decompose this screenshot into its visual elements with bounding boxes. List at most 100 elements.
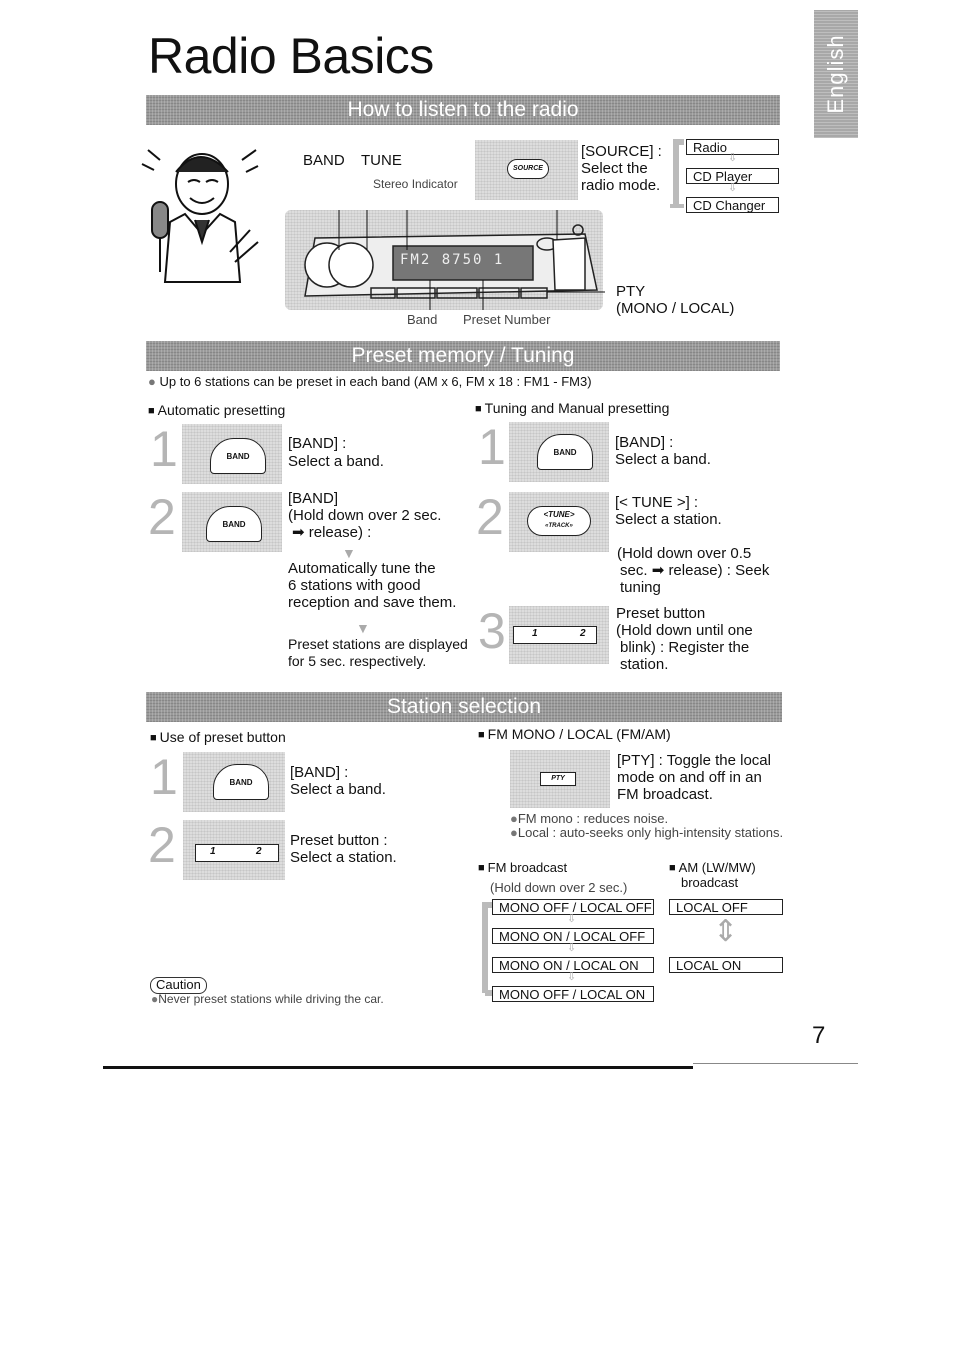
fm-mode-2: MONO ON / LOCAL OFF: [492, 928, 654, 944]
auto-step-2-line-3: ➡ release) :: [292, 524, 371, 541]
use-preset-title: Use of preset button: [150, 729, 286, 746]
source-button[interactable]: SOURCE: [507, 159, 549, 179]
auto-step-1-number: 1: [150, 421, 178, 477]
station-preset-panel: 1 2: [183, 820, 285, 880]
pty-line-1: [PTY] : Toggle the local: [617, 752, 771, 769]
fm-arrow-1: ⇩: [567, 913, 577, 925]
manual-step-3-line-1: Preset button: [616, 605, 706, 622]
source-desc-2: radio mode.: [581, 177, 661, 194]
language-tab: English: [814, 10, 858, 138]
fm-mono-note: ●FM mono : reduces noise.: [510, 811, 669, 826]
manual-step-2-desc: Select a station.: [615, 511, 722, 528]
mono-local-label: (MONO / LOCAL): [616, 300, 735, 317]
am-broadcast-title-2: broadcast: [681, 875, 739, 890]
down-arrow-icon: ▼: [342, 545, 356, 561]
manual-step-2-hold-3: tuning: [620, 579, 661, 596]
manual-step-1-number: 1: [478, 419, 506, 475]
mode-cd-changer: CD Changer: [686, 197, 779, 213]
fm-mode-1: MONO OFF / LOCAL OFF: [492, 899, 654, 915]
tune-label: TUNE: [361, 152, 402, 169]
stereo-indicator-label: Stereo Indicator: [373, 177, 458, 191]
am-toggle-arrow: ⇕: [713, 915, 739, 948]
mode-cycle-arrow: [670, 139, 684, 208]
manual-step-2-number: 2: [476, 489, 504, 545]
manual-step-1-desc: Select a band.: [615, 451, 711, 468]
footer-rule-thin: [693, 1063, 858, 1064]
am-mode-2: LOCAL ON: [669, 957, 783, 973]
fm-mode-4: MONO OFF / LOCAL ON: [492, 986, 654, 1002]
manual-step-3-line-4: station.: [620, 656, 669, 673]
manual-step-3-line-3: blink) : Register the: [620, 639, 750, 656]
auto-step-2-desc-1: Automatically tune the: [288, 560, 436, 577]
am-mode-1: LOCAL OFF: [669, 899, 783, 915]
local-note-text: Local : auto-seeks only high-intensity s…: [517, 825, 784, 840]
auto-step-2-desc-2: 6 stations with good: [288, 577, 421, 594]
auto-band-hold-panel: BAND: [182, 492, 282, 552]
fm-mode-3: MONO ON / LOCAL ON: [492, 957, 654, 973]
pty-line-2: mode on and off in an: [617, 769, 762, 786]
station-preset-key-1[interactable]: 1: [210, 846, 216, 857]
fm-arrow-2: ⇩: [567, 942, 577, 954]
station-preset-buttons[interactable]: 1 2: [195, 844, 279, 862]
preset-key-2[interactable]: 2: [580, 628, 586, 639]
station-step-2-desc: Select a station.: [290, 849, 397, 866]
auto-step-1-title: [BAND] :: [288, 435, 347, 452]
auto-band-hold-button[interactable]: BAND: [206, 506, 262, 542]
band-label: BAND: [303, 152, 345, 169]
station-step-1-desc: Select a band.: [290, 781, 386, 798]
tune-button-label: <TUNE>: [543, 510, 575, 519]
pty-line-3: FM broadcast.: [617, 786, 713, 803]
manual-step-2-hold-2-text: sec.: [620, 562, 648, 579]
manual-band-button[interactable]: BAND: [537, 434, 593, 470]
section-header-station: Station selection: [146, 692, 782, 722]
manual-preset-title: Tuning and Manual presetting: [475, 400, 670, 417]
mode-arrow-1: ⇩: [728, 152, 738, 164]
auto-step-2-line-3-text: release) :: [308, 524, 372, 541]
station-step-1-title: [BAND] :: [290, 764, 349, 781]
manual-step-3-line-2: (Hold down until one: [616, 622, 753, 639]
mode-arrow-2: ⇩: [728, 182, 738, 194]
manual-band-button-panel: BAND: [509, 422, 609, 482]
fm-arrow-3: ⇩: [567, 971, 577, 983]
radio-unit-drawing: [304, 210, 605, 310]
am-broadcast-title: AM (LW/MW): [669, 860, 756, 876]
fm-cycle-arrow: [482, 902, 493, 996]
fm-broadcast-title: FM broadcast: [478, 860, 567, 876]
source-desc-1: Select the: [581, 160, 648, 177]
page-number: 7: [812, 1022, 826, 1049]
manual-step-2-hold-2b-text: release) : Seek: [668, 562, 770, 579]
auto-band-button[interactable]: BAND: [210, 438, 266, 474]
fm-mono-local-title: FM MONO / LOCAL (FM/AM): [478, 726, 671, 743]
auto-band-button-panel: BAND: [182, 424, 282, 484]
manual-step-2-hold-1: (Hold down over 0.5: [617, 545, 752, 562]
station-step-1-number: 1: [150, 749, 178, 805]
tune-button-panel: <TUNE> «TRACK»: [509, 492, 609, 552]
mode-radio: Radio: [686, 139, 779, 155]
manual-step-2-title: [< TUNE >] :: [615, 494, 699, 511]
auto-step-1-desc: Select a band.: [288, 453, 384, 470]
announcer-illustration: [141, 149, 259, 283]
preset-key-1[interactable]: 1: [532, 628, 538, 639]
source-title: [SOURCE] :: [581, 143, 662, 160]
auto-step-2-desc-3: reception and save them.: [288, 594, 457, 611]
preset-buttons[interactable]: 1 2: [513, 626, 597, 644]
manual-step-1-title: [BAND] :: [615, 434, 674, 451]
station-band-panel: BAND: [183, 752, 285, 812]
auto-step-2-number: 2: [148, 489, 176, 545]
pty-button[interactable]: PTY: [540, 772, 576, 786]
auto-preset-title: Automatic presetting: [148, 402, 286, 419]
manual-step-3-number: 3: [478, 603, 506, 659]
mode-cd-player: CD Player: [686, 168, 779, 184]
station-band-button[interactable]: BAND: [213, 764, 269, 800]
page-title: Radio Basics: [148, 28, 434, 84]
band-bottom-label: Band: [407, 312, 438, 327]
section-header-preset: Preset memory / Tuning: [146, 341, 780, 371]
auto-step-2-line-1: [BAND]: [288, 490, 339, 507]
source-button-panel: SOURCE: [475, 140, 578, 200]
station-preset-key-2[interactable]: 2: [256, 846, 262, 857]
arrow-icon: ➡: [292, 524, 305, 541]
fm-mono-note-text: FM mono : reduces noise.: [517, 811, 669, 826]
tune-button[interactable]: <TUNE> «TRACK»: [527, 506, 591, 536]
preset-button-panel: 1 2: [509, 606, 609, 664]
preset-note: ● Up to 6 stations can be preset in each…: [148, 374, 592, 389]
